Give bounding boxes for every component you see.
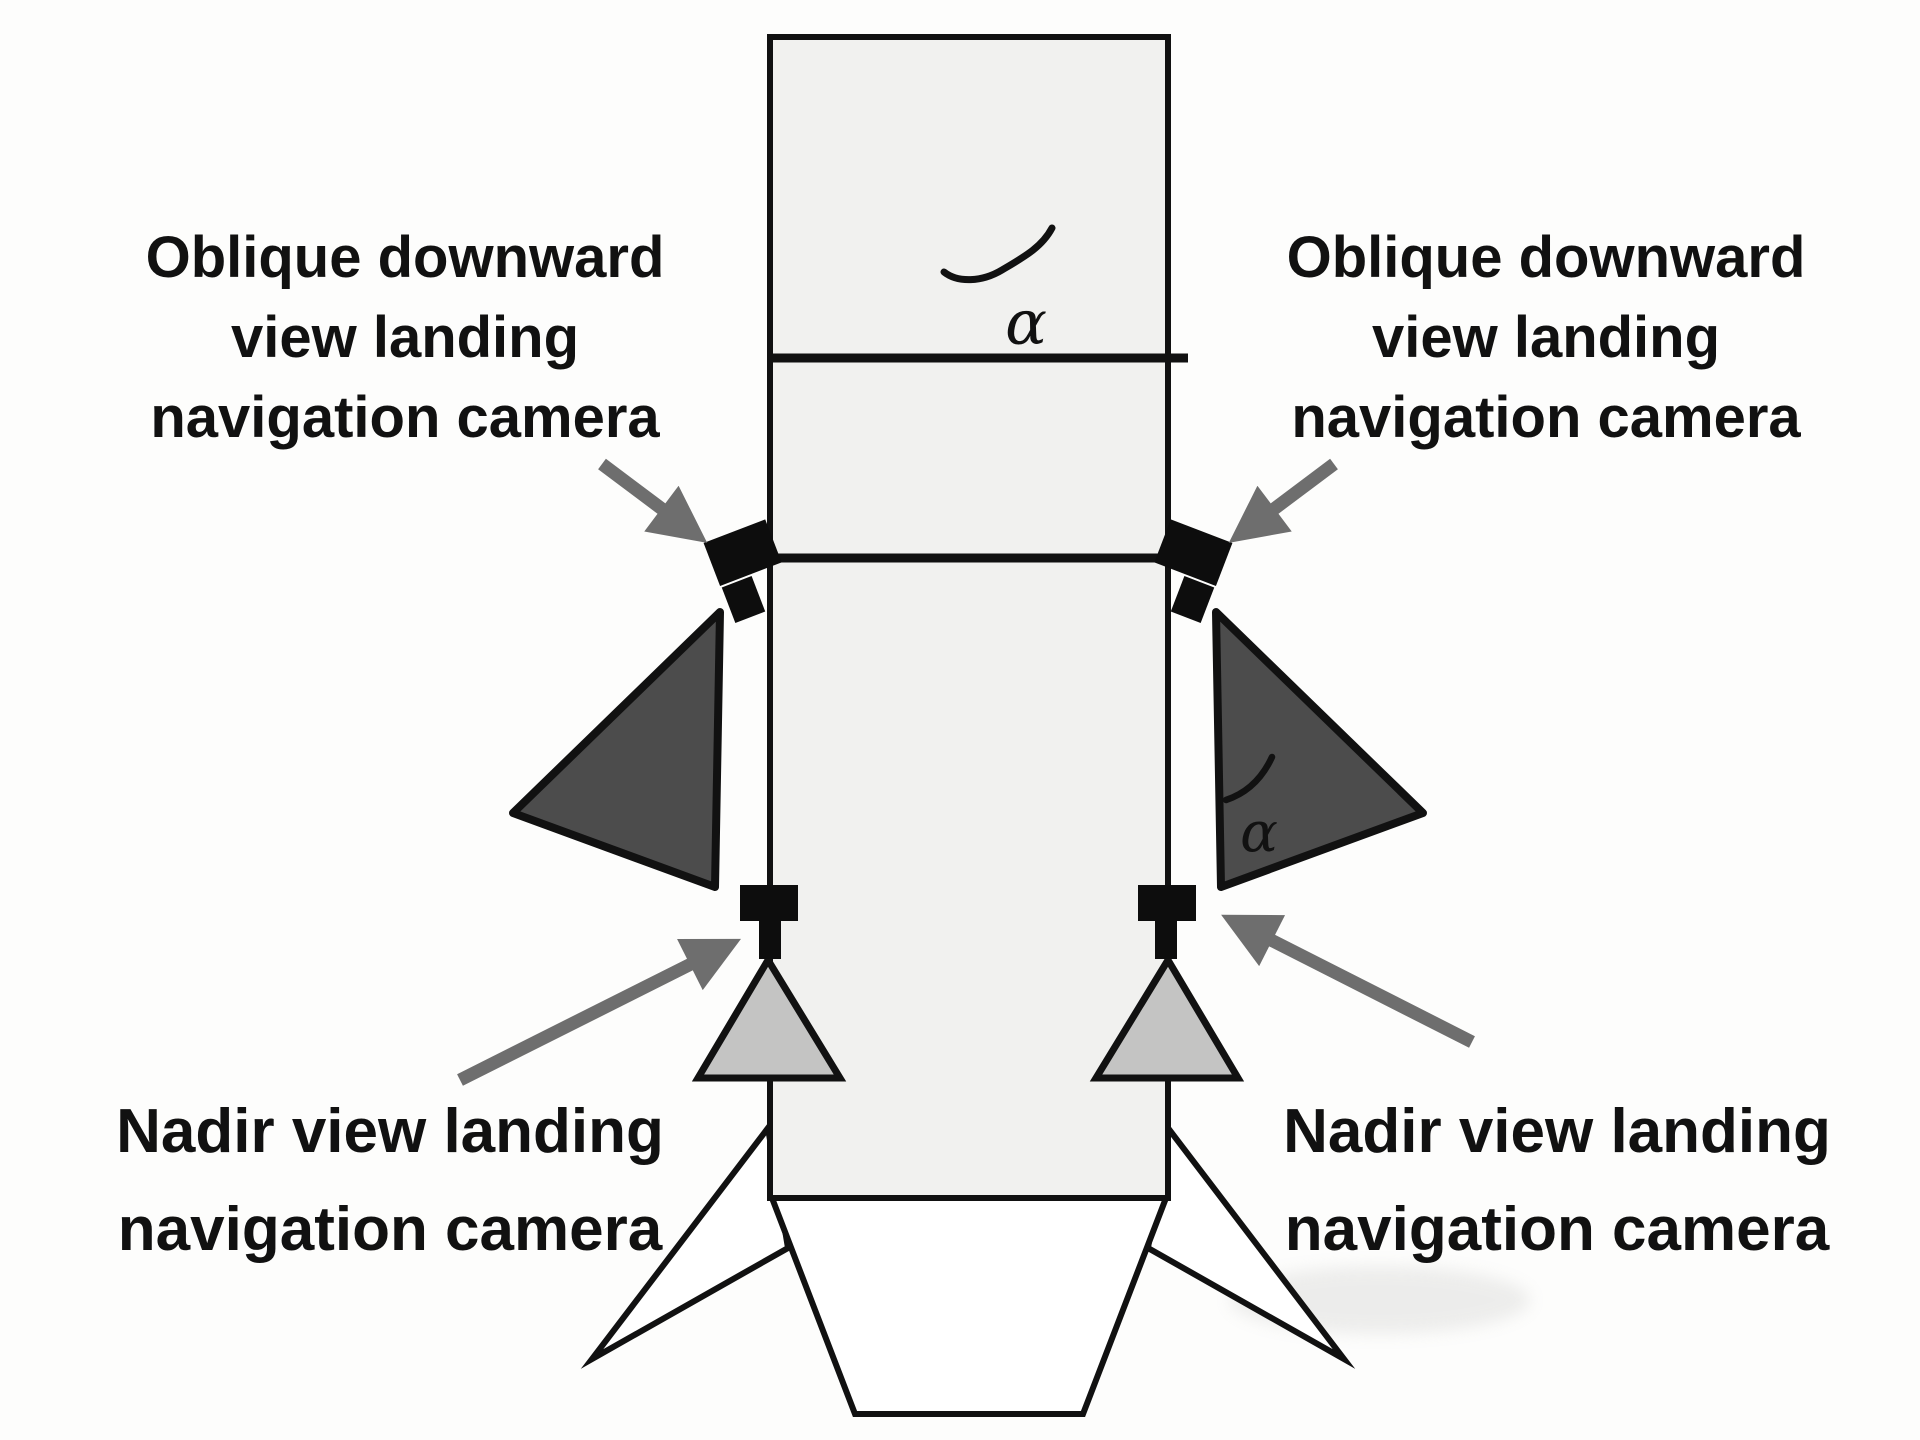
nadir-camera-left [740,885,798,959]
label-line: navigation camera [117,1195,663,1264]
oblique-fov-right [1212,608,1427,891]
label-line: Oblique downward [1286,225,1806,290]
nadir-camera-right [1138,885,1196,959]
label-line: Oblique downward [145,225,665,290]
nadir-fov-left [691,953,847,1082]
oblique-fov-left [509,608,724,891]
nadir-fov-right [1089,953,1245,1082]
label-line: Nadir view landing [116,1097,664,1166]
alpha-angle-arc-fov [1222,753,1276,804]
label-line: view landing [230,305,580,370]
oblique-camera-left [703,519,782,623]
alpha-symbol-top: α [1005,285,1047,359]
alpha-angle-arc-top [940,224,1056,284]
label-line: view landing [1371,305,1721,370]
arrow-oblique-right [1228,458,1338,543]
label-line: navigation camera [150,385,660,450]
oblique-camera-right [1154,519,1233,623]
label-line: navigation camera [1284,1195,1830,1264]
label-oblique-camera-left: Oblique downward view landing navigation… [80,218,730,458]
label-line: navigation camera [1291,385,1801,450]
label-nadir-camera-left: Nadir view landing navigation camera [60,1083,720,1279]
label-line: Nadir view landing [1283,1097,1831,1166]
arrow-nadir-left [457,938,742,1086]
alpha-symbol-fov: α [1240,800,1278,866]
label-nadir-camera-right: Nadir view landing navigation camera [1227,1083,1887,1279]
arrow-oblique-left [598,458,708,543]
arrow-nadir-right [1221,914,1475,1048]
lander-body [767,34,1171,1201]
label-oblique-camera-right: Oblique downward view landing navigation… [1221,218,1871,458]
engine-nozzle [767,1195,1171,1417]
